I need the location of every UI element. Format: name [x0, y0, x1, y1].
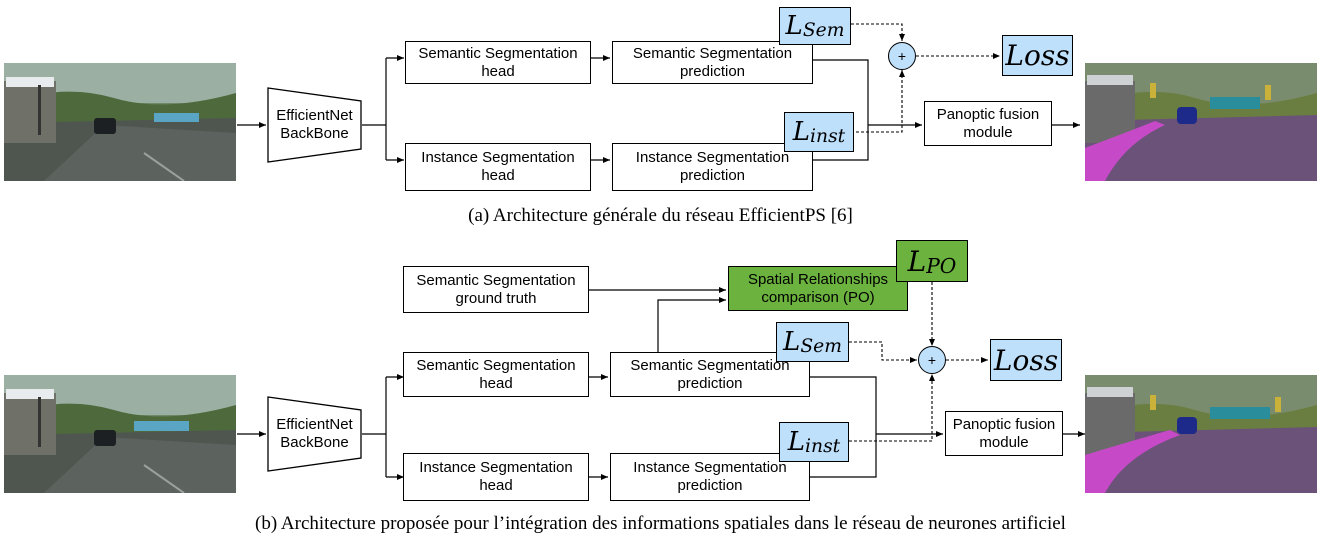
inst-seg-prediction-b: Instance Segmentation prediction: [610, 453, 810, 501]
loss-po-symbol: L: [907, 244, 927, 278]
caption-a: (a) Architecture générale du réseau Effi…: [468, 205, 853, 226]
trapezoid-shape: [267, 87, 362, 163]
loss-inst-subscript: inst: [810, 126, 846, 148]
inst-seg-head-b: Instance Segmentation head: [403, 453, 589, 501]
loss-inst-subscript: inst: [805, 436, 841, 458]
loss-sem-subscript: Sem: [800, 336, 842, 358]
output-panoptic-image-a: [1085, 63, 1317, 181]
panoptic-fusion-a: Panoptic fusion module: [924, 101, 1052, 146]
backbone-label: EfficientNet BackBone: [276, 107, 353, 142]
loss-sem-symbol: L: [785, 11, 803, 41]
loss-po-subscript: PO: [926, 254, 957, 279]
sem-seg-head-b: Semantic Segmentation head: [403, 352, 589, 397]
inst-seg-prediction-a: Instance Segmentation prediction: [612, 143, 813, 191]
total-loss-a: Loss: [1002, 35, 1073, 76]
sem-seg-ground-truth-b: Semantic Segmentation ground truth: [403, 266, 589, 313]
loss-inst-symbol: L: [787, 427, 806, 457]
spatial-relationships-block-b: Spatial Relationships comparison (PO): [728, 266, 908, 311]
trapezoid-shape: [267, 396, 362, 472]
backbone-block-a: EfficientNet BackBone: [267, 87, 362, 163]
input-street-image-b: [4, 375, 236, 493]
backbone-block-b: EfficientNet BackBone: [267, 396, 362, 472]
panoptic-fusion-b: Panoptic fusion module: [945, 411, 1063, 456]
sem-seg-prediction-a: Semantic Segmentation prediction: [612, 41, 813, 84]
backbone-label: EfficientNet BackBone: [276, 416, 353, 451]
sem-seg-head-a: Semantic Segmentation head: [405, 41, 591, 84]
sum-node-b: +: [918, 346, 946, 374]
inst-seg-head-a: Instance Segmentation head: [405, 143, 591, 191]
caption-b: (b) Architecture proposée pour l’intégra…: [255, 513, 1066, 534]
input-street-image-a: [4, 63, 236, 181]
loss-sem-symbol: L: [783, 327, 801, 357]
loss-inst-symbol: L: [792, 117, 811, 147]
total-loss-b: Loss: [990, 339, 1062, 381]
loss-sem-subscript: Sem: [802, 20, 845, 42]
sum-node-a: +: [888, 42, 916, 70]
output-panoptic-image-b: [1085, 375, 1317, 493]
